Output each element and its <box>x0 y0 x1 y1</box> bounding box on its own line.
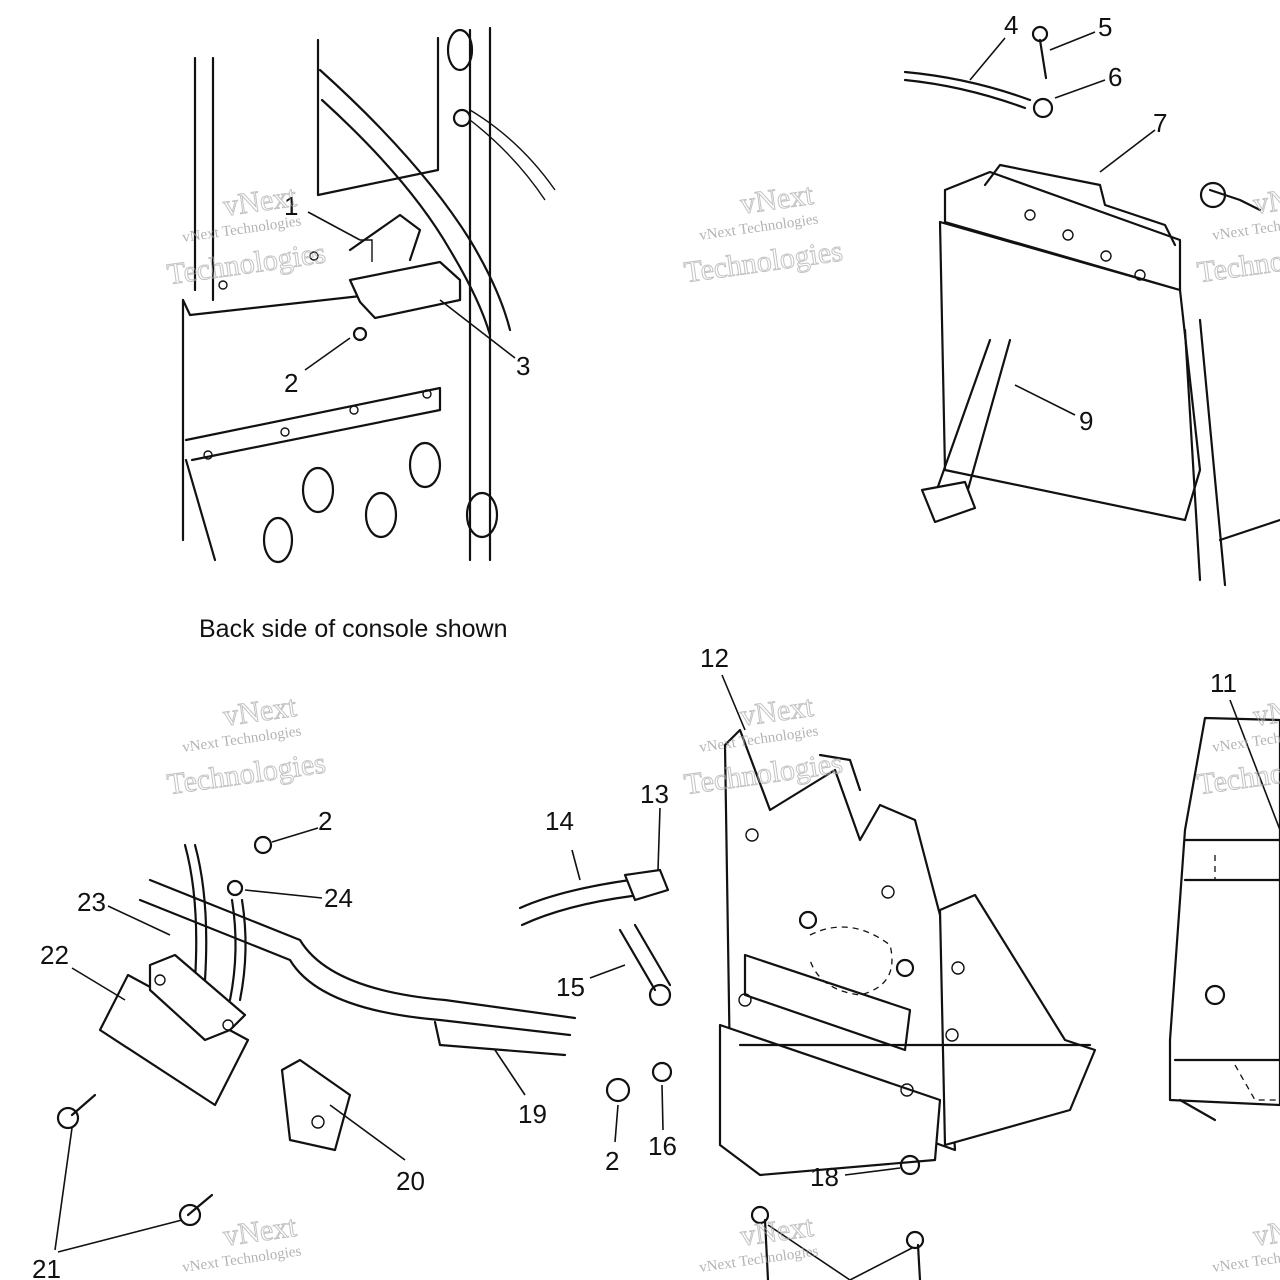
callout-5: 5 <box>1098 12 1112 42</box>
callout-22: 22 <box>40 940 69 970</box>
svg-text:vNext: vNext <box>1251 1210 1280 1253</box>
watermark: vNext Technologies vNext <box>181 1209 302 1276</box>
svg-text:vNext: vNext <box>1251 690 1280 733</box>
callout-16: 16 <box>648 1131 677 1161</box>
callout-9: 9 <box>1079 406 1093 436</box>
callout-18: 18 <box>810 1162 839 1192</box>
callout-7: 7 <box>1153 108 1167 138</box>
callout-24: 24 <box>324 883 353 913</box>
watermark: vNext Technologies vNext Technologies <box>165 689 329 801</box>
caption: Back side of console shown <box>199 615 508 643</box>
console-panel <box>181 26 556 564</box>
callout-3: 3 <box>516 351 530 381</box>
callout-2: 2 <box>284 368 298 398</box>
watermark: vNext Technologies vNext Technologies <box>682 177 846 289</box>
callout-15: 15 <box>556 972 585 1002</box>
callout-6: 6 <box>1108 62 1122 92</box>
callout-1: 1 <box>284 191 298 221</box>
callout-12: 12 <box>700 643 729 673</box>
callout-2c: 2 <box>605 1146 619 1176</box>
callout-2b: 2 <box>318 806 332 836</box>
callout-23: 23 <box>77 887 106 917</box>
callout-11: 11 <box>1210 668 1237 698</box>
callout-21: 21 <box>32 1254 61 1280</box>
svg-text:vNext: vNext <box>1251 178 1280 221</box>
callout-4: 4 <box>1004 10 1018 40</box>
watermark: vNext Technologies vNext Technologies <box>165 179 329 291</box>
watermark: vNext Technologies vNext <box>1211 1209 1280 1276</box>
leader-lines <box>54 31 1280 1280</box>
svg-text:Technologies: Technologies <box>1195 234 1280 289</box>
callout-13: 13 <box>640 779 669 809</box>
callout-20: 20 <box>396 1166 425 1196</box>
callout-14: 14 <box>545 806 574 836</box>
harness-bracket-panel <box>56 835 577 1227</box>
battery-panel <box>903 25 1280 587</box>
callout-19: 19 <box>518 1099 547 1129</box>
callout-numbers: 1 2 3 4 5 6 7 9 2 24 23 22 19 20 21 14 1… <box>32 10 1237 1280</box>
watermark: vNext Technologies vNext <box>698 1209 819 1276</box>
partial-view-panel <box>1168 716 1280 1122</box>
battery-box-panel <box>518 728 1097 1280</box>
